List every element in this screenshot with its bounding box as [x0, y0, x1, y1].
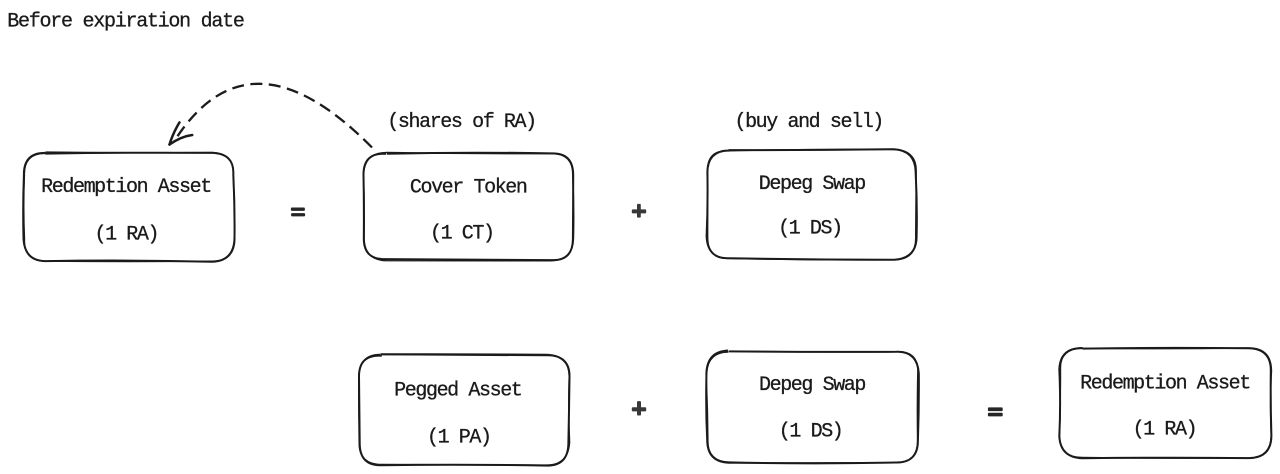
svg-text:(shares of RA): (shares of RA) — [387, 111, 535, 134]
svg-text:Redemption Asset: Redemption Asset — [41, 176, 211, 199]
svg-text:(1 RA): (1 RA) — [94, 223, 158, 246]
svg-text:Before expiration date: Before expiration date — [7, 11, 244, 34]
svg-text:(1 DS): (1 DS) — [779, 420, 843, 443]
svg-text:Pegged Asset: Pegged Asset — [394, 379, 521, 402]
svg-text:Depeg Swap: Depeg Swap — [759, 374, 865, 397]
svg-text:Cover Token: Cover Token — [410, 177, 527, 200]
svg-text:(1 PA): (1 PA) — [427, 426, 491, 449]
svg-text:(1 CT): (1 CT) — [430, 223, 494, 246]
svg-text:(1 DS): (1 DS) — [778, 218, 842, 241]
svg-text:(buy and sell): (buy and sell) — [734, 111, 882, 134]
svg-text:Depeg Swap: Depeg Swap — [759, 173, 865, 196]
svg-text:(1 RA): (1 RA) — [1133, 418, 1197, 441]
svg-text:Redemption Asset: Redemption Asset — [1080, 372, 1250, 395]
